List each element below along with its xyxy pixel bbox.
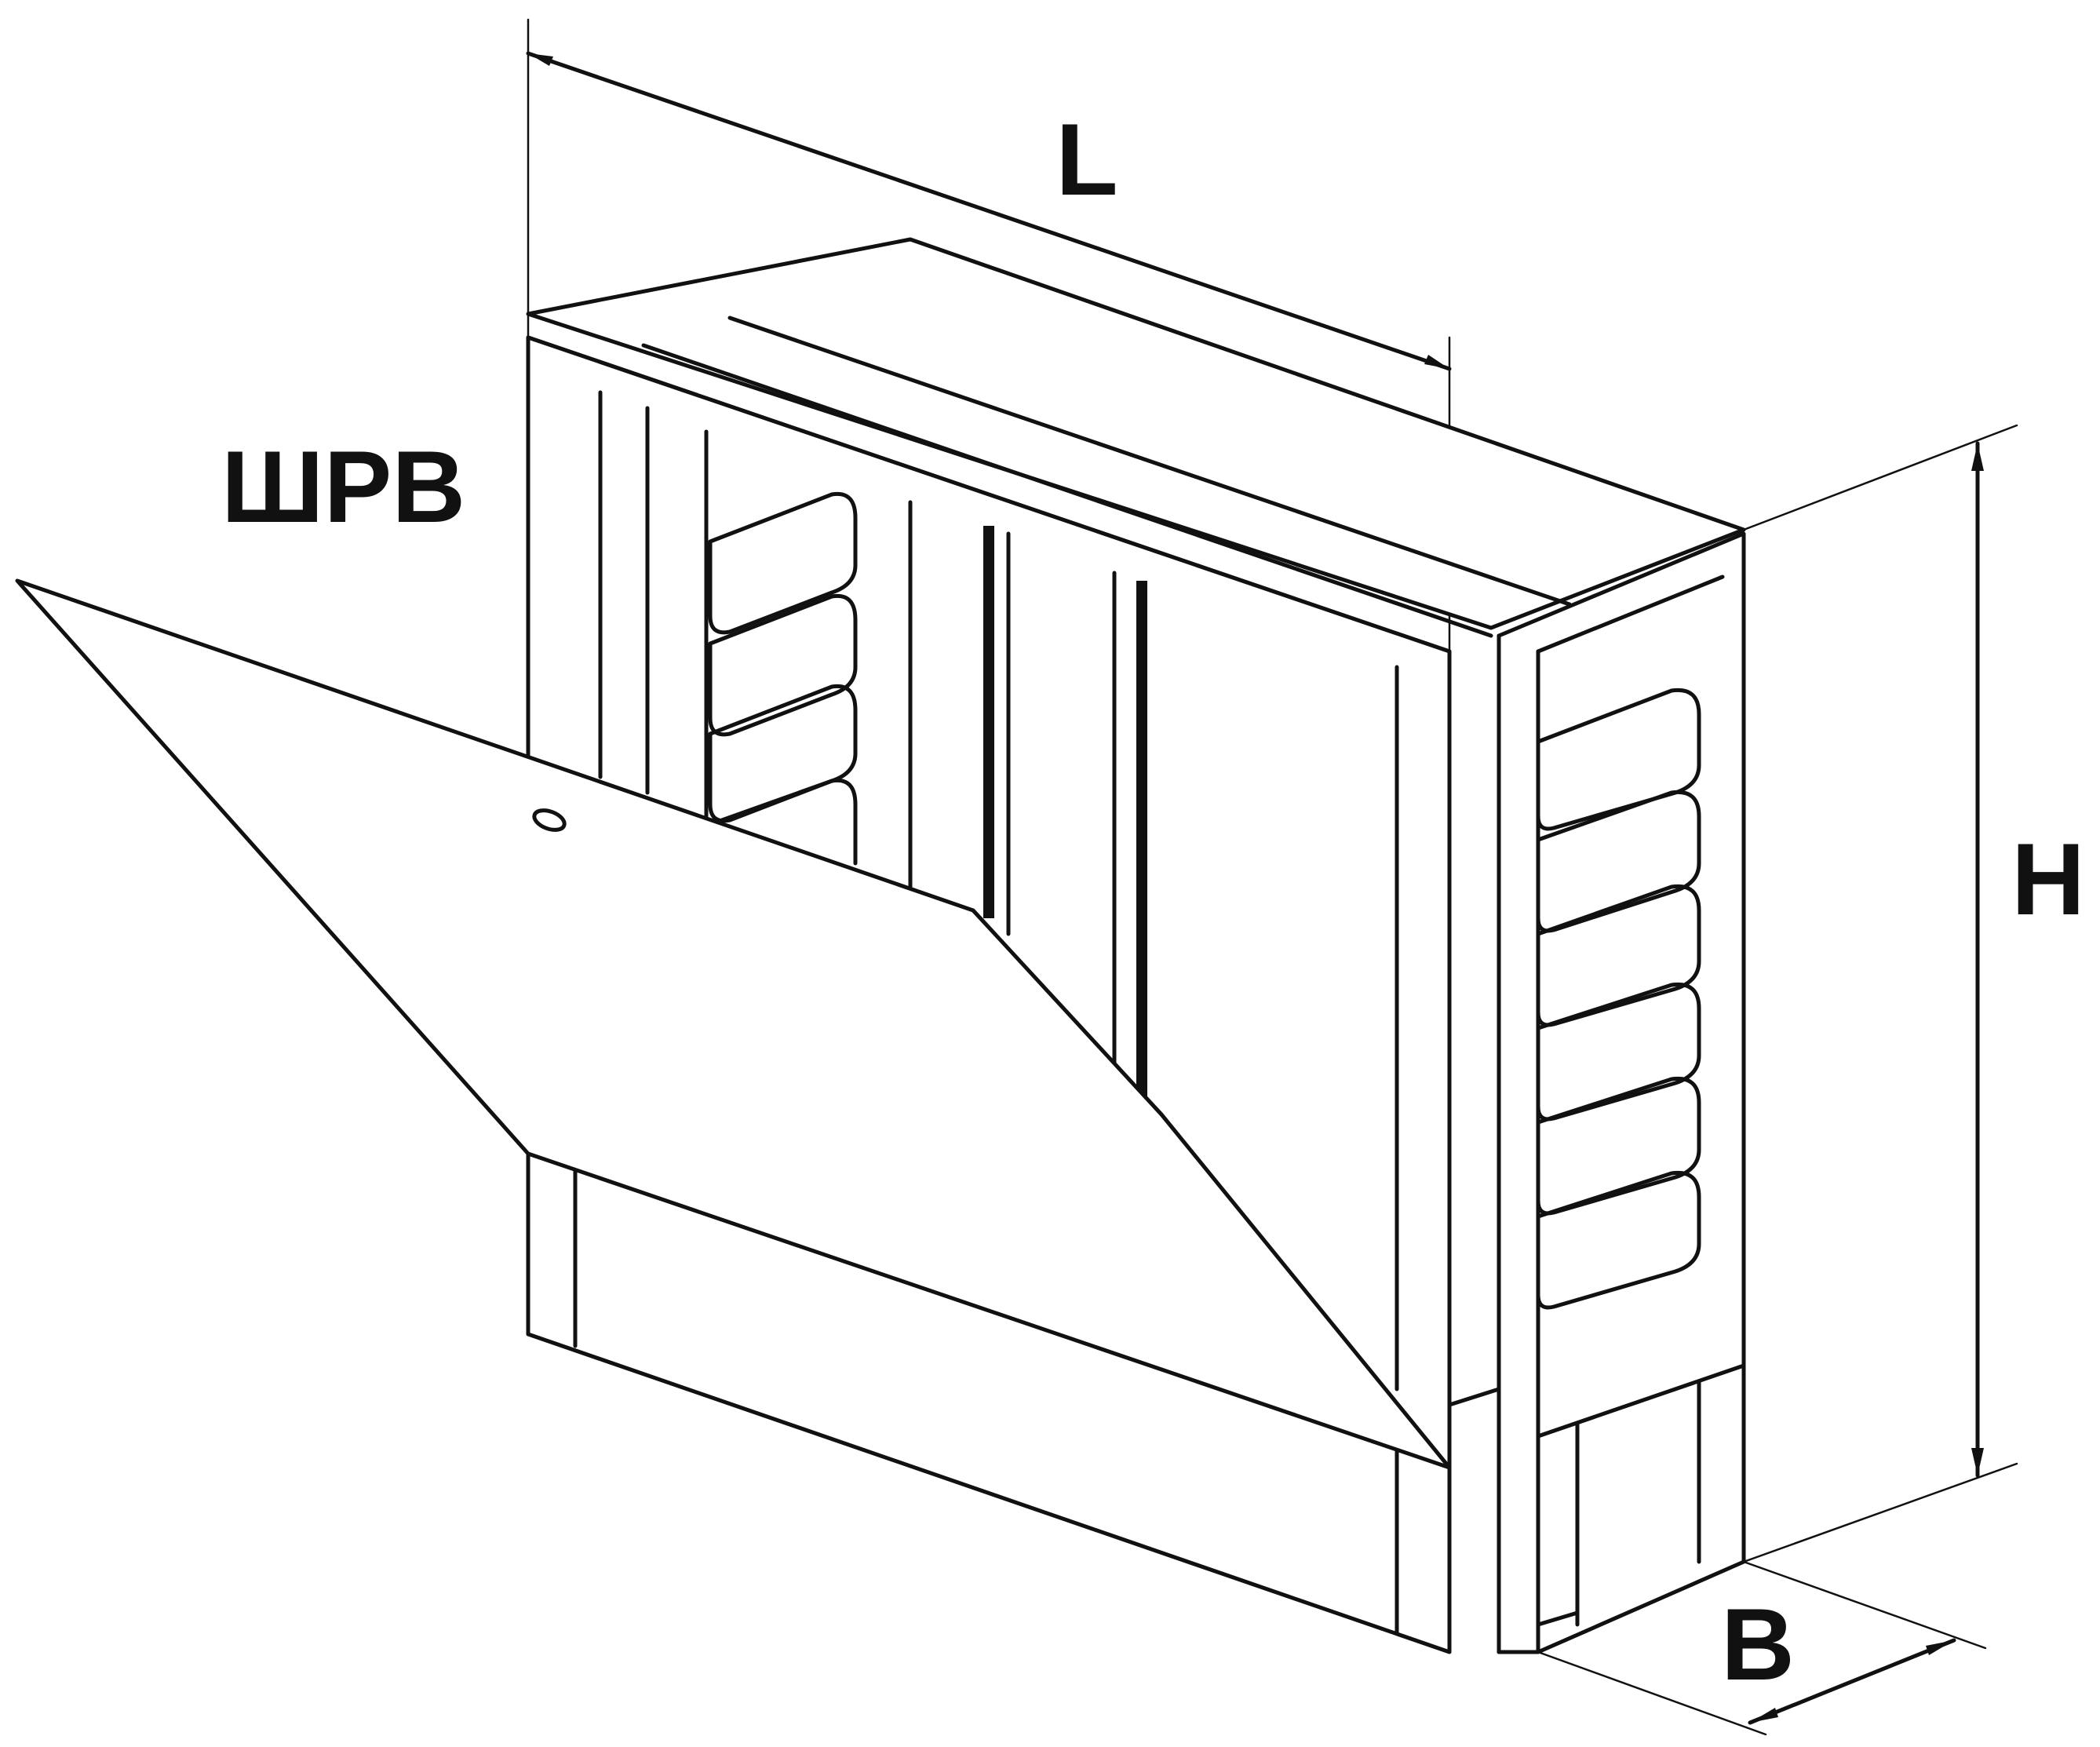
dimension-length-arrow-right (1424, 355, 1449, 369)
dimension-depth-label: B (1721, 1587, 1795, 1701)
right-face-top-edge (1536, 574, 1725, 654)
front-right-bracket (1447, 1387, 1501, 1407)
front-louver-3 (708, 684, 858, 823)
side-louver-1 (1536, 687, 1701, 831)
cabinet-top-face (526, 237, 1746, 630)
dimension-depth-line (1748, 1638, 1956, 1725)
cabinet-door (15, 578, 1452, 1470)
dimension-height-arrow-bottom (1971, 1448, 1984, 1475)
dimension-height: H (1742, 424, 2085, 1563)
side-louver-4 (1536, 982, 1701, 1122)
front-louver-group (708, 491, 858, 866)
dimension-height-bottom-extension (1742, 1462, 2018, 1563)
dimension-depth-arrow-left (1750, 1708, 1778, 1723)
dimension-depth-right-extension (1742, 1560, 1987, 1650)
diagram-title: ШРВ (221, 429, 465, 544)
dimension-length-arrow-left (528, 53, 553, 66)
front-louver-1 (708, 491, 858, 635)
side-louver-2 (1536, 790, 1701, 933)
dimension-depth-left-extension (1537, 1650, 1767, 1736)
door-lock-icon (532, 808, 567, 832)
top-rim-line-2 (727, 315, 1572, 607)
side-louver-3 (1536, 884, 1701, 1027)
dimension-height-label: H (2011, 822, 2085, 936)
dimension-depth-arrow-right (1926, 1640, 1954, 1655)
door-panel (15, 578, 1452, 1470)
side-louver-5 (1536, 1076, 1701, 1216)
side-bottom-foot (1536, 1610, 1580, 1627)
side-louver-6 (1536, 1170, 1701, 1310)
side-bottom-rail (1536, 1363, 1746, 1439)
dimension-height-top-extension (1742, 424, 2018, 531)
dimension-height-arrow-top (1971, 443, 1984, 471)
front-louver-4 (720, 778, 858, 866)
dimension-depth: B (1537, 1560, 1987, 1736)
dimension-length-label: L (1055, 102, 1117, 217)
dimension-length-line (526, 51, 1452, 371)
side-louver-group (1536, 687, 1701, 1310)
cabinet-right-face (1497, 531, 1746, 1654)
top-rim-line-1 (641, 343, 1493, 638)
